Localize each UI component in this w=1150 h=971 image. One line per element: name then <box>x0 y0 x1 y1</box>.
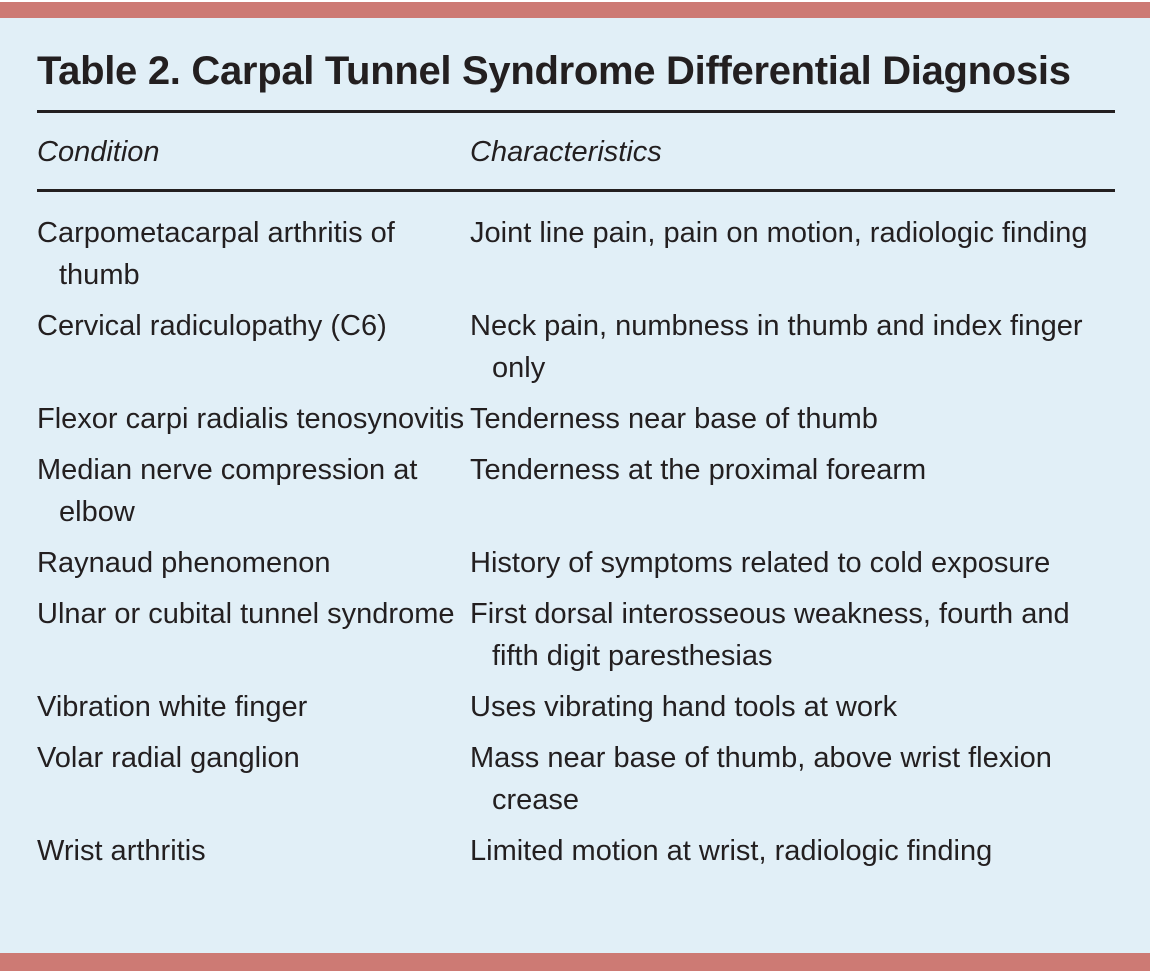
title-divider <box>37 110 1115 113</box>
cell-condition: Median nerve compression at elbow <box>37 454 418 528</box>
cell-characteristics: Joint line pain, pain on motion, radiolo… <box>470 217 1088 249</box>
table-row: Ulnar or cubital tunnel syndrome First d… <box>37 584 1115 677</box>
top-accent-bar <box>0 2 1150 18</box>
bottom-accent-bar <box>0 953 1150 971</box>
cell-characteristics: Tenderness near base of thumb <box>470 403 878 435</box>
table-body: Carpometacarpal arthritis of thumb Joint… <box>37 192 1115 872</box>
table-content: Table 2. Carpal Tunnel Syndrome Differen… <box>37 18 1115 872</box>
cell-characteristics: Limited motion at wrist, radiologic find… <box>470 835 993 867</box>
cell-condition: Volar radial ganglion <box>37 742 300 774</box>
cell-condition: Carpometacarpal arthritis of thumb <box>37 217 395 291</box>
table-row: Volar radial ganglion Mass near base of … <box>37 728 1115 821</box>
table-row: Flexor carpi radialis tenosynovitis Tend… <box>37 389 1115 440</box>
table-row: Carpometacarpal arthritis of thumb Joint… <box>37 192 1115 296</box>
table-row: Vibration white finger Uses vibrating ha… <box>37 677 1115 728</box>
cell-condition: Cervical radiculopathy (C6) <box>37 310 387 342</box>
table-panel: Table 2. Carpal Tunnel Syndrome Differen… <box>0 18 1150 953</box>
table-row: Median nerve compression at elbow Tender… <box>37 440 1115 533</box>
differential-diagnosis-body: Carpometacarpal arthritis of thumb Joint… <box>37 192 1115 872</box>
cell-condition: Raynaud phenomenon <box>37 547 331 579</box>
cell-characteristics: Mass near base of thumb, above wrist fle… <box>470 742 1052 816</box>
header-row: Condition Characteristics <box>37 113 1115 189</box>
cell-condition: Flexor carpi radialis tenosynovitis <box>37 403 465 435</box>
cell-characteristics: First dorsal interosseous weakness, four… <box>470 598 1070 672</box>
cell-characteristics: History of symptoms related to cold expo… <box>470 547 1051 579</box>
cell-characteristics: Tenderness at the proximal forearm <box>470 454 927 486</box>
cell-characteristics: Uses vibrating hand tools at work <box>470 691 898 723</box>
cell-characteristics: Neck pain, numbness in thumb and index f… <box>470 310 1083 384</box>
table-row: Raynaud phenomenon History of symptoms r… <box>37 533 1115 584</box>
column-header-condition: Condition <box>37 136 160 168</box>
table-title: Table 2. Carpal Tunnel Syndrome Differen… <box>37 49 1071 93</box>
differential-diagnosis-table: Condition Characteristics <box>37 113 1115 189</box>
cell-condition: Wrist arthritis <box>37 835 206 867</box>
table-row: Cervical radiculopathy (C6) Neck pain, n… <box>37 296 1115 389</box>
column-header-characteristics: Characteristics <box>470 136 662 168</box>
table-row: Wrist arthritis Limited motion at wrist,… <box>37 821 1115 872</box>
header-divider <box>37 189 1115 192</box>
cell-condition: Ulnar or cubital tunnel syndrome <box>37 598 455 630</box>
table-header: Condition Characteristics <box>37 113 1115 189</box>
cell-condition: Vibration white finger <box>37 691 308 723</box>
